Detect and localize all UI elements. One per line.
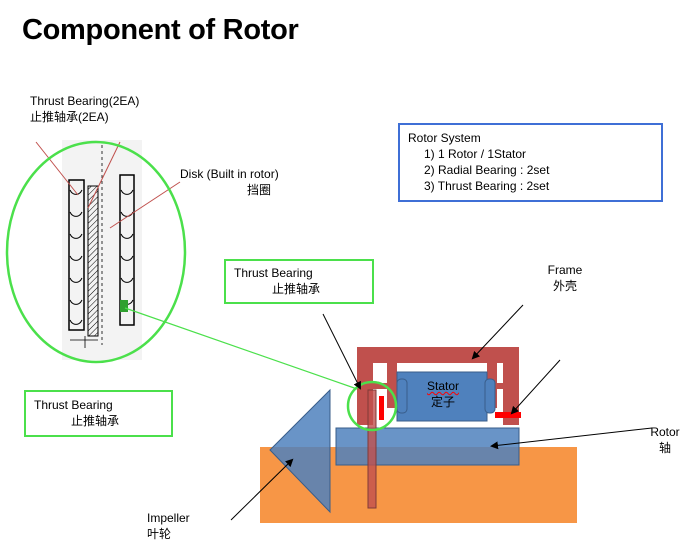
rotor-system-item: 1) 1 Rotor / 1Stator [424, 147, 527, 161]
radial-bearing-left [379, 396, 384, 420]
thrust-bearing-left-cn: 止推轴承 [71, 414, 120, 428]
detail-bearing-label: Thrust Bearing(2EA) 止推轴承(2EA) [30, 93, 139, 125]
page-title: Component of Rotor [22, 14, 299, 46]
detail-bearing-label-cn: 止推轴承(2EA) [30, 110, 109, 124]
thrust-bearing-highlight-circle [346, 380, 398, 432]
disk-label: Disk (Built in rotor) 挡圈 [180, 166, 279, 198]
magnifier-connector-line [124, 307, 361, 391]
thrust-disk [367, 389, 377, 509]
disk-label-en: Disk (Built in rotor) [180, 167, 279, 181]
detail-bearing-label-en: Thrust Bearing(2EA) [30, 94, 140, 108]
rotor-label-cn: 轴 [658, 441, 671, 455]
rotor-system-item: 3) Thrust Bearing : 2set [424, 179, 550, 193]
radial-bearing-right [495, 412, 521, 418]
rotor-system-box: Rotor System 1) 1 Rotor / 1Stator 2) Rad… [398, 123, 663, 202]
rotor-label-en: Rotor [650, 425, 680, 439]
frame-label: Frame 外壳 [540, 262, 590, 294]
frame-label-cn: 外壳 [552, 279, 577, 293]
impeller-shape [269, 388, 331, 514]
stator-label: Stator 定子 [418, 378, 468, 410]
thrust-bearing-left-en: Thrust Bearing [34, 398, 113, 412]
impeller-label-en: Impeller [147, 511, 190, 525]
bearing-detail-drawing [62, 140, 142, 360]
frame-label-en: Frame [547, 263, 583, 277]
rotor-system-item: 2) Radial Bearing : 2set [424, 163, 550, 177]
thrust-bearing-box-upper: Thrust Bearing 止推轴承 [224, 259, 374, 304]
thrust-bearing-upper-en: Thrust Bearing [234, 266, 313, 280]
rotor-shaft [335, 427, 520, 466]
thrust-bearing-upper-cn: 止推轴承 [272, 282, 321, 296]
rotor-label: Rotor 轴 [645, 424, 685, 456]
stator-label-cn: 定子 [430, 395, 455, 409]
callout-arrows [230, 304, 653, 521]
detail-magnifier-circle [5, 140, 187, 364]
impeller-label-cn: 叶轮 [147, 527, 172, 541]
stator-label-en: Stator [426, 379, 459, 393]
thrust-bearing-box-left: Thrust Bearing 止推轴承 [24, 390, 173, 437]
impeller-label: Impeller 叶轮 [147, 510, 190, 542]
rotor-system-heading: Rotor System [408, 131, 481, 145]
disk-label-cn: 挡圈 [247, 183, 272, 197]
